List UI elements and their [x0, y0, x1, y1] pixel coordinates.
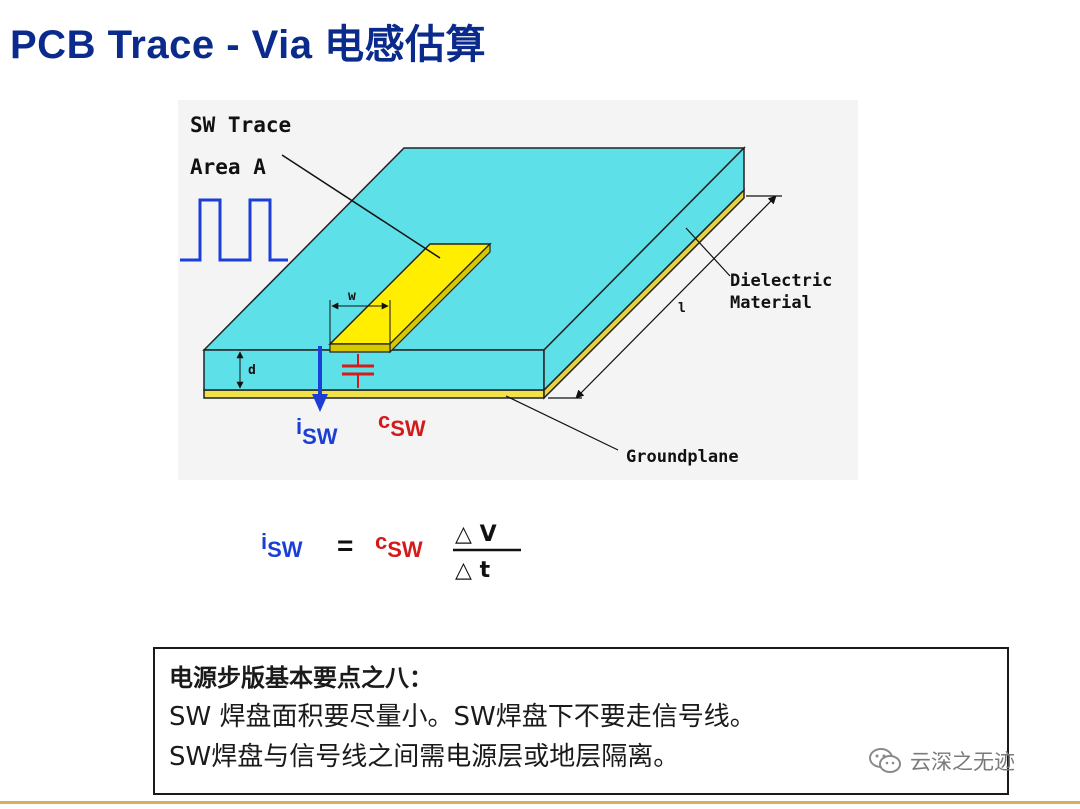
formula: iSW = cSW △ V △ t: [261, 522, 521, 583]
length-label: l: [678, 301, 686, 316]
current-arrow-head: [312, 394, 328, 412]
sw-trace-front: [329, 343, 391, 353]
watermark: 云深之无迹: [868, 746, 1015, 776]
page-title: PCB Trace - Via 电感估算: [10, 23, 487, 67]
sw-trace-label: SW Trace: [190, 113, 291, 137]
thickness-label: d: [248, 363, 256, 378]
wechat-icon: [869, 748, 901, 773]
note-box: 电源步版基本要点之八： SW 焊盘面积要尽量小。SW焊盘下不要走信号线。 SW焊…: [153, 647, 1009, 795]
length-dimension: [575, 195, 777, 399]
sw-trace-leader: [281, 154, 441, 259]
pcb-diagram: w d l Dielectric Material Groundplane SW…: [178, 100, 858, 480]
formula-lhs: iSW: [261, 529, 303, 562]
bottom-rule: [0, 801, 1080, 804]
watermark-text: 云深之无迹: [910, 750, 1015, 774]
groundplane-label: Groundplane: [626, 447, 739, 467]
note-title: 电源步版基本要点之八：: [169, 664, 433, 692]
width-label: w: [348, 289, 356, 304]
capacitor-label: cSW: [378, 408, 426, 441]
dielectric-label-1: Dielectric: [730, 271, 832, 291]
note-line-2: SW焊盘与信号线之间需电源层或地层隔离。: [169, 742, 680, 772]
formula-numerator: △ V: [455, 522, 497, 547]
square-wave-icon: [180, 198, 288, 262]
note-line-1: SW 焊盘面积要尽量小。SW焊盘下不要走信号线。: [169, 702, 756, 732]
dielectric-label-2: Material: [730, 293, 812, 313]
dielectric-leader: [685, 227, 731, 277]
formula-rhs: cSW: [375, 529, 423, 562]
formula-denominator: △ t: [455, 558, 491, 583]
current-label: iSW: [296, 414, 338, 449]
groundplane-front: [203, 389, 545, 399]
area-a-label: Area A: [190, 155, 266, 179]
formula-equals: =: [337, 530, 353, 561]
groundplane-leader: [505, 395, 619, 451]
